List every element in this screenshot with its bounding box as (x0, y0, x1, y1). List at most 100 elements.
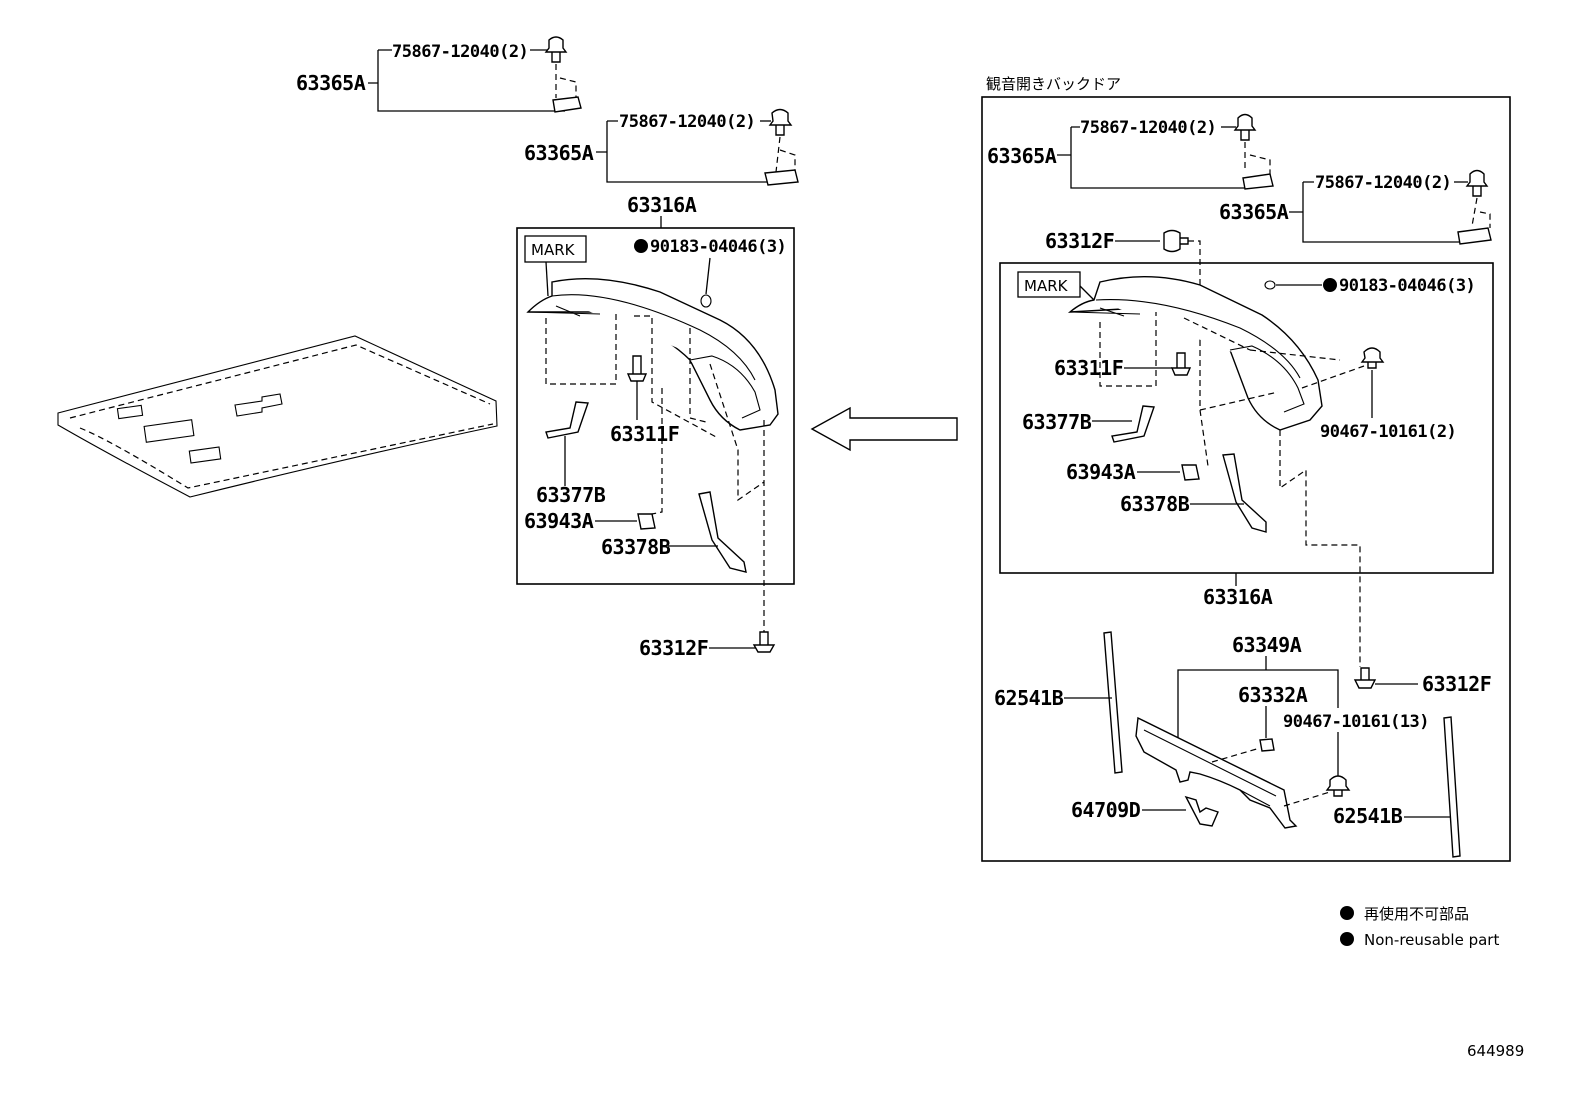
right-variant-box (981, 96, 1511, 862)
variant-title: 観音開きバックドア (986, 75, 1121, 93)
svg-text:63311F: 63311F (610, 422, 679, 446)
svg-text:90467-10161(13): 90467-10161(13) (1283, 712, 1429, 732)
clip-fastener-icon (1325, 775, 1351, 797)
clip-fastener-icon (1465, 169, 1489, 197)
left-nonreusable-label: 90183-04046(3) (634, 237, 787, 308)
screw-icon (626, 355, 648, 382)
svg-text:62541B: 62541B (994, 686, 1064, 710)
clip-icon (1259, 738, 1275, 752)
left-63377B: 63377B (536, 401, 606, 507)
svg-text:75867-12040(2): 75867-12040(2) (1080, 118, 1216, 138)
roof-headliner-illustration (57, 335, 498, 498)
svg-text:63312F: 63312F (639, 636, 708, 660)
left-clip-mid: 63365A 75867-12040(2) (524, 108, 799, 186)
svg-text:63377B: 63377B (536, 483, 606, 507)
right-63943A: 63943A (1066, 460, 1200, 484)
legend-english: Non-reusable part (1364, 931, 1499, 949)
svg-text:90467-10161(2): 90467-10161(2) (1320, 422, 1456, 442)
right-63311F: 63311F (1054, 352, 1192, 380)
svg-text:63943A: 63943A (1066, 460, 1136, 484)
right-62541B-left: 62541B (994, 631, 1123, 774)
bracket-icon (698, 491, 747, 573)
right-group-label-63316A: 63316A (1203, 585, 1273, 609)
legend: 再使用不可部品 Non-reusable part (1340, 905, 1499, 949)
svg-text:63377B: 63377B (1022, 410, 1092, 434)
right-62541B-right: 62541B (1333, 716, 1461, 858)
right-back-door-trim-illustration (1135, 716, 1331, 829)
svg-text:90183-04046(3): 90183-04046(3) (1339, 276, 1475, 296)
right-63332A: 63332A (1238, 683, 1308, 752)
push-rivet-icon (1353, 667, 1377, 689)
svg-text:63312F: 63312F (1422, 672, 1491, 696)
part-label-63365A: 63365A (524, 141, 594, 165)
svg-text:62541B: 62541B (1333, 804, 1403, 828)
svg-text:63312F: 63312F (1045, 229, 1114, 253)
part-label-63365A: 63365A (296, 71, 366, 95)
right-64709D: 64709D (1071, 795, 1219, 827)
svg-text:63943A: 63943A (524, 509, 594, 533)
clip-fastener-icon (544, 36, 568, 63)
left-63943A: 63943A (524, 388, 663, 533)
svg-text:MARK: MARK (531, 241, 576, 259)
clip-fastener-icon (1233, 113, 1257, 141)
group-label-63316A: 63316A (627, 193, 697, 217)
left-clip-top: 63365A 75867-12040(2) (296, 36, 582, 113)
left-63378B: 63378B (601, 491, 747, 573)
svg-text:63365A: 63365A (987, 144, 1057, 168)
bracket-icon (545, 401, 589, 439)
right-63312F-bottom: 63312F (1353, 667, 1492, 696)
right-box-leaders (1099, 312, 1365, 667)
right-clip-a: 63365A 75867-12040(2) (987, 113, 1274, 190)
svg-text:75867-12040(2): 75867-12040(2) (1315, 173, 1451, 193)
nonreusable-dot-icon (1340, 932, 1354, 946)
left-roof-console-illustration (526, 277, 779, 431)
right-90467-10161-2: 90467-10161(2) (1320, 347, 1457, 442)
right-assembly-box (999, 262, 1494, 574)
weatherstrip-icon (1443, 716, 1461, 858)
svg-text:MARK: MARK (1024, 277, 1069, 295)
left-63312F: 63312F (639, 631, 776, 660)
nut-icon (1181, 464, 1200, 481)
nonreusable-dot-icon (1323, 278, 1337, 292)
left-assembly-box (516, 227, 795, 585)
clip-base-icon (1457, 227, 1492, 245)
right-90467-10161-13: 90467-10161(13) (1283, 712, 1430, 797)
right-clip-b: 63365A 75867-12040(2) (1219, 169, 1492, 245)
svg-text:63378B: 63378B (1120, 492, 1190, 516)
direction-arrow-icon (810, 406, 958, 452)
figure-id: 644989 (1467, 1042, 1524, 1060)
push-rivet-icon (752, 631, 776, 653)
left-mark-badge: MARK (524, 235, 587, 297)
part-label-75867-12040: 75867-12040(2) (392, 42, 528, 62)
nut-icon (637, 513, 656, 530)
screw-icon (1170, 352, 1192, 376)
nonreusable-dot-icon (634, 239, 648, 253)
svg-text:63311F: 63311F (1054, 356, 1123, 380)
clip-fastener-icon (1360, 347, 1385, 369)
weatherstrip-icon (1103, 631, 1123, 774)
bracket-icon (1111, 405, 1155, 443)
bracket-icon (1222, 453, 1267, 533)
clip-base-icon (552, 96, 582, 113)
svg-text:63349A: 63349A (1232, 633, 1302, 657)
svg-text:63378B: 63378B (601, 535, 671, 559)
right-63312F-top: 63312F (1045, 229, 1201, 340)
svg-text:64709D: 64709D (1071, 798, 1141, 822)
push-rivet-icon (1163, 229, 1189, 253)
nonreusable-dot-icon (1340, 906, 1354, 920)
clip-base-icon (1242, 173, 1274, 190)
right-63349A: 63349A (1177, 633, 1339, 740)
left-box-leaders (545, 310, 765, 634)
part-label-75867-12040: 75867-12040(2) (619, 112, 755, 132)
bracket-icon (1184, 795, 1219, 827)
legend-japanese: 再使用不可部品 (1364, 905, 1469, 923)
right-63377B: 63377B (1022, 405, 1155, 443)
svg-text:90183-04046(3): 90183-04046(3) (650, 237, 786, 257)
right-nonreusable-label: 90183-04046(3) (1264, 276, 1476, 296)
svg-text:63332A: 63332A (1238, 683, 1308, 707)
left-63311F: 63311F (610, 355, 680, 446)
clip-base-icon (764, 169, 799, 186)
right-roof-console-illustration (1067, 275, 1323, 431)
clip-fastener-icon (768, 108, 793, 136)
